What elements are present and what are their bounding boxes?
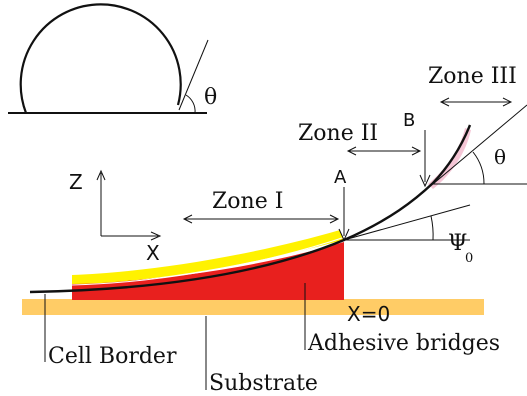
droplet-tangent-line: [178, 39, 209, 111]
membrane-inner-line: [71, 237, 343, 286]
zone-ii-label: Zone II: [298, 121, 378, 146]
zone-iii-tangent: [432, 104, 527, 185]
z-axis-label: Z: [69, 170, 83, 194]
zone-iii-label: Zone III: [428, 64, 517, 89]
droplet-theta-label: θ: [204, 85, 217, 110]
point-b-label: B: [403, 110, 415, 131]
zone-i-span: Zone I: [182, 189, 340, 224]
z-axis-arrowhead: [96, 169, 106, 181]
x-axis-arrowhead: [150, 231, 162, 241]
zone-iii-angle-arc: [472, 151, 485, 185]
psi-subscript: 0: [465, 251, 473, 266]
point-a-label: A: [334, 167, 347, 188]
x-axis-label: X: [146, 241, 160, 265]
zone-iii-theta-label: θ: [494, 145, 506, 169]
cell-membrane-strip: [72, 230, 343, 284]
zone-ii-span: Zone II: [298, 121, 422, 156]
cell-border-label: Cell Border: [48, 344, 177, 369]
psi-angle-arc: [430, 215, 434, 241]
psi-tangent: [343, 204, 471, 241]
substrate-band: [22, 299, 484, 315]
axes-indicator: Z X: [69, 169, 162, 265]
zone-iii-span: Zone III: [428, 64, 517, 107]
substrate-label: Substrate: [209, 371, 318, 396]
zone-i-label: Zone I: [212, 189, 283, 214]
droplet-sketch: θ: [8, 3, 217, 114]
adhesive-bridges-label: Adhesive bridges: [307, 331, 500, 356]
x-zero-label: X=0: [347, 302, 390, 326]
droplet-angle-arc: [185, 94, 196, 114]
droplet-outline: [19, 3, 182, 114]
cell-border-curve: [29, 124, 472, 294]
point-a-arrowhead: [338, 228, 350, 242]
point-b-arrowhead: [419, 174, 431, 188]
psi-label: Ψ: [448, 231, 467, 256]
